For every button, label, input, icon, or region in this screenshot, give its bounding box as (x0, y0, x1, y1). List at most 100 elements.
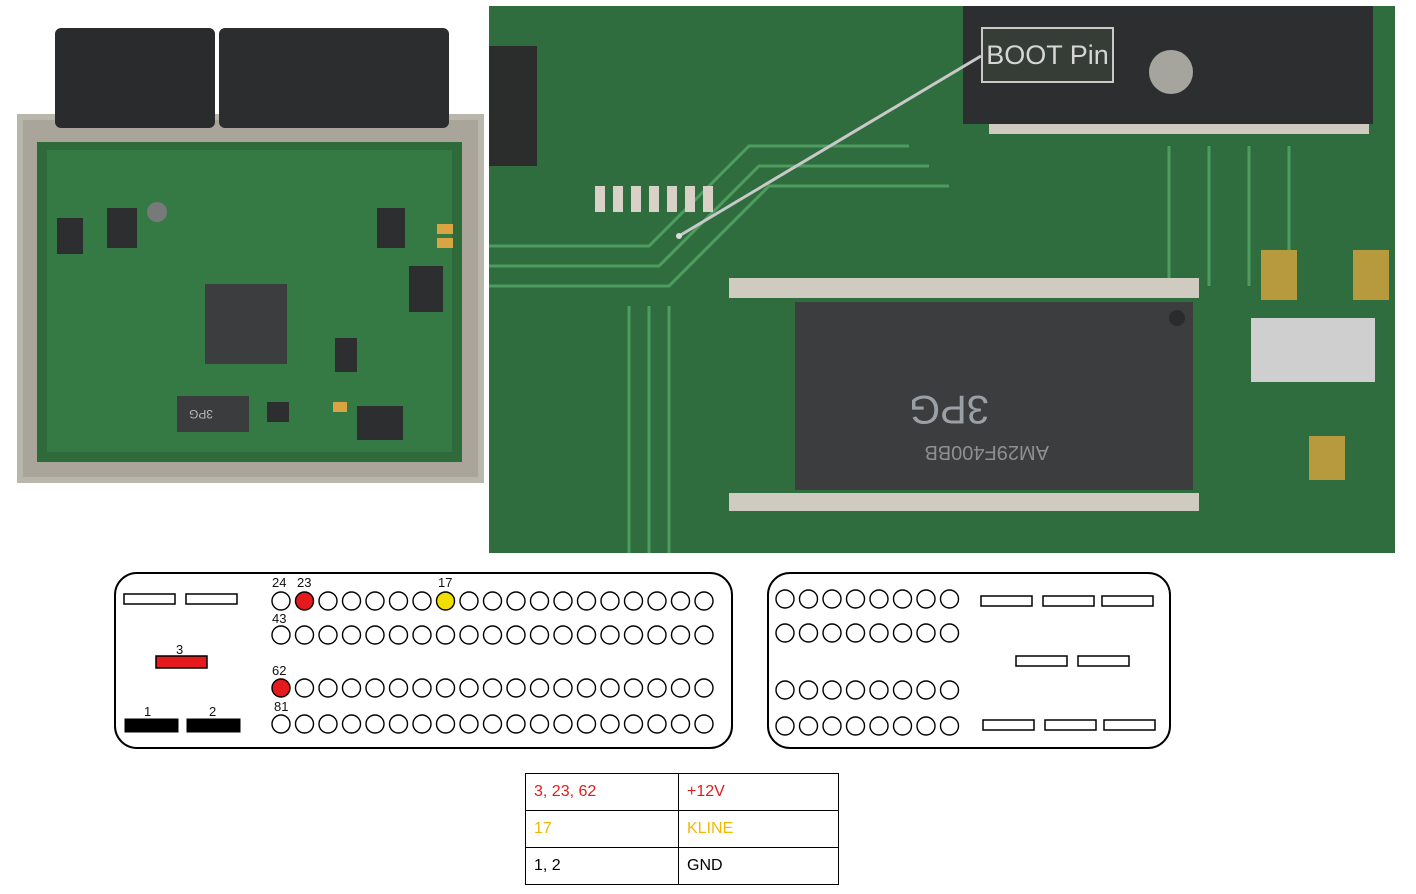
pin-label-1: 1 (144, 704, 151, 719)
pin-circle (869, 716, 889, 736)
pin-circle (318, 591, 338, 611)
pin-circle (775, 716, 795, 736)
boot-pin-callout: BOOT Pin (981, 27, 1114, 83)
pin-circle (271, 591, 291, 611)
pin-label-2: 2 (209, 704, 216, 719)
right-slot-6 (982, 719, 1035, 731)
pin-circle (916, 623, 936, 643)
pin-circle (670, 678, 691, 698)
pin-circle (869, 589, 889, 609)
top-slot-2 (185, 593, 238, 605)
right-slot-5 (1077, 655, 1130, 667)
svg-text:AM29F400BB: AM29F400BB (924, 441, 1049, 463)
right-slot-1 (980, 595, 1033, 607)
legend-row-kline: 17 KLINE (525, 810, 839, 848)
pin-circle (916, 680, 936, 700)
pin-circle (869, 680, 889, 700)
pin-circle (600, 591, 620, 611)
legend-signal-cell: KLINE (678, 810, 839, 848)
pin-circle (822, 680, 842, 700)
pin-circle (318, 678, 338, 698)
pin-circle (798, 623, 819, 643)
pin-circle (798, 589, 819, 609)
pin-circle (341, 678, 362, 698)
right-slot-4 (1015, 655, 1068, 667)
pin-circle (365, 678, 385, 698)
pin-circle (435, 625, 456, 645)
pin-circle (892, 716, 913, 736)
right-slot-2 (1042, 595, 1095, 607)
pin-circle (553, 591, 573, 611)
pin-circle (939, 680, 960, 700)
pin-circle (271, 678, 291, 698)
pin-circle (482, 714, 503, 734)
legend-pins-cell: 3, 23, 62 (525, 773, 679, 811)
pin-circle (529, 714, 550, 734)
pin-label-17: 17 (438, 575, 452, 590)
pin-circle (670, 591, 691, 611)
pin-circle (576, 625, 597, 645)
pin-circle (553, 625, 573, 645)
right-connector-pins (775, 589, 960, 736)
left-connector-pins (271, 591, 714, 734)
pin-circle (822, 716, 842, 736)
pin-circle (341, 591, 362, 611)
right-slot-3 (1101, 595, 1154, 607)
pin-circle (775, 680, 795, 700)
pin-circle (459, 625, 479, 645)
pin-circle (271, 714, 291, 734)
legend-pins-cell: 17 (525, 810, 679, 848)
right-connector-outline (767, 572, 1171, 749)
pin-circle (506, 625, 526, 645)
ecu-photo: 3PG (17, 28, 484, 483)
pin-circle (412, 591, 432, 611)
pin-circle (294, 678, 315, 698)
pin-label-81: 81 (274, 699, 288, 714)
pin-circle (435, 678, 456, 698)
pcb-closeup-photo: 3PG AM29F400BB (489, 6, 1395, 553)
legend-signal-cell: GND (678, 847, 839, 885)
pin-circle (939, 623, 960, 643)
pin-circle (412, 678, 432, 698)
left-connector-outline (114, 572, 733, 749)
pin-circle (845, 680, 866, 700)
pin-legend-table: 3, 23, 62 +12V 17 KLINE 1, 2 GND (525, 773, 839, 885)
pin-circle (506, 678, 526, 698)
pin-circle (647, 591, 667, 611)
pin-circle (892, 680, 913, 700)
pin-2-ground (186, 718, 241, 733)
pin-circle (798, 680, 819, 700)
pin-circle (271, 625, 291, 645)
pin-circle (892, 589, 913, 609)
pin-circle (412, 714, 432, 734)
pin-circle (600, 714, 620, 734)
svg-text:3PG: 3PG (189, 407, 213, 421)
pin-circle (459, 714, 479, 734)
pin-circle (694, 625, 714, 645)
pin-circle (670, 714, 691, 734)
pin-circle (647, 714, 667, 734)
pin-circle (694, 678, 714, 698)
pin-circle (576, 714, 597, 734)
pin-circle (670, 625, 691, 645)
pin-circle (798, 716, 819, 736)
pin-circle (459, 591, 479, 611)
pin-circle (576, 678, 597, 698)
pin-circle (623, 678, 644, 698)
pin-circle (600, 678, 620, 698)
pin-circle (916, 716, 936, 736)
pin-circle (506, 591, 526, 611)
connector-pinout-diagram: 3 1 2 24 23 17 43 62 81 (114, 572, 1171, 749)
legend-pins-cell: 1, 2 (525, 847, 679, 885)
pin-circle (506, 714, 526, 734)
pin-circle (529, 625, 550, 645)
pin-label-3: 3 (176, 642, 183, 657)
pin-circle (482, 678, 503, 698)
pin-circle (647, 625, 667, 645)
legend-row-ground: 1, 2 GND (525, 847, 839, 885)
pin-circle (294, 714, 315, 734)
pin-circle (435, 591, 456, 611)
pin-label-24: 24 (272, 575, 286, 590)
pin-circle (694, 714, 714, 734)
pin-circle (775, 589, 795, 609)
